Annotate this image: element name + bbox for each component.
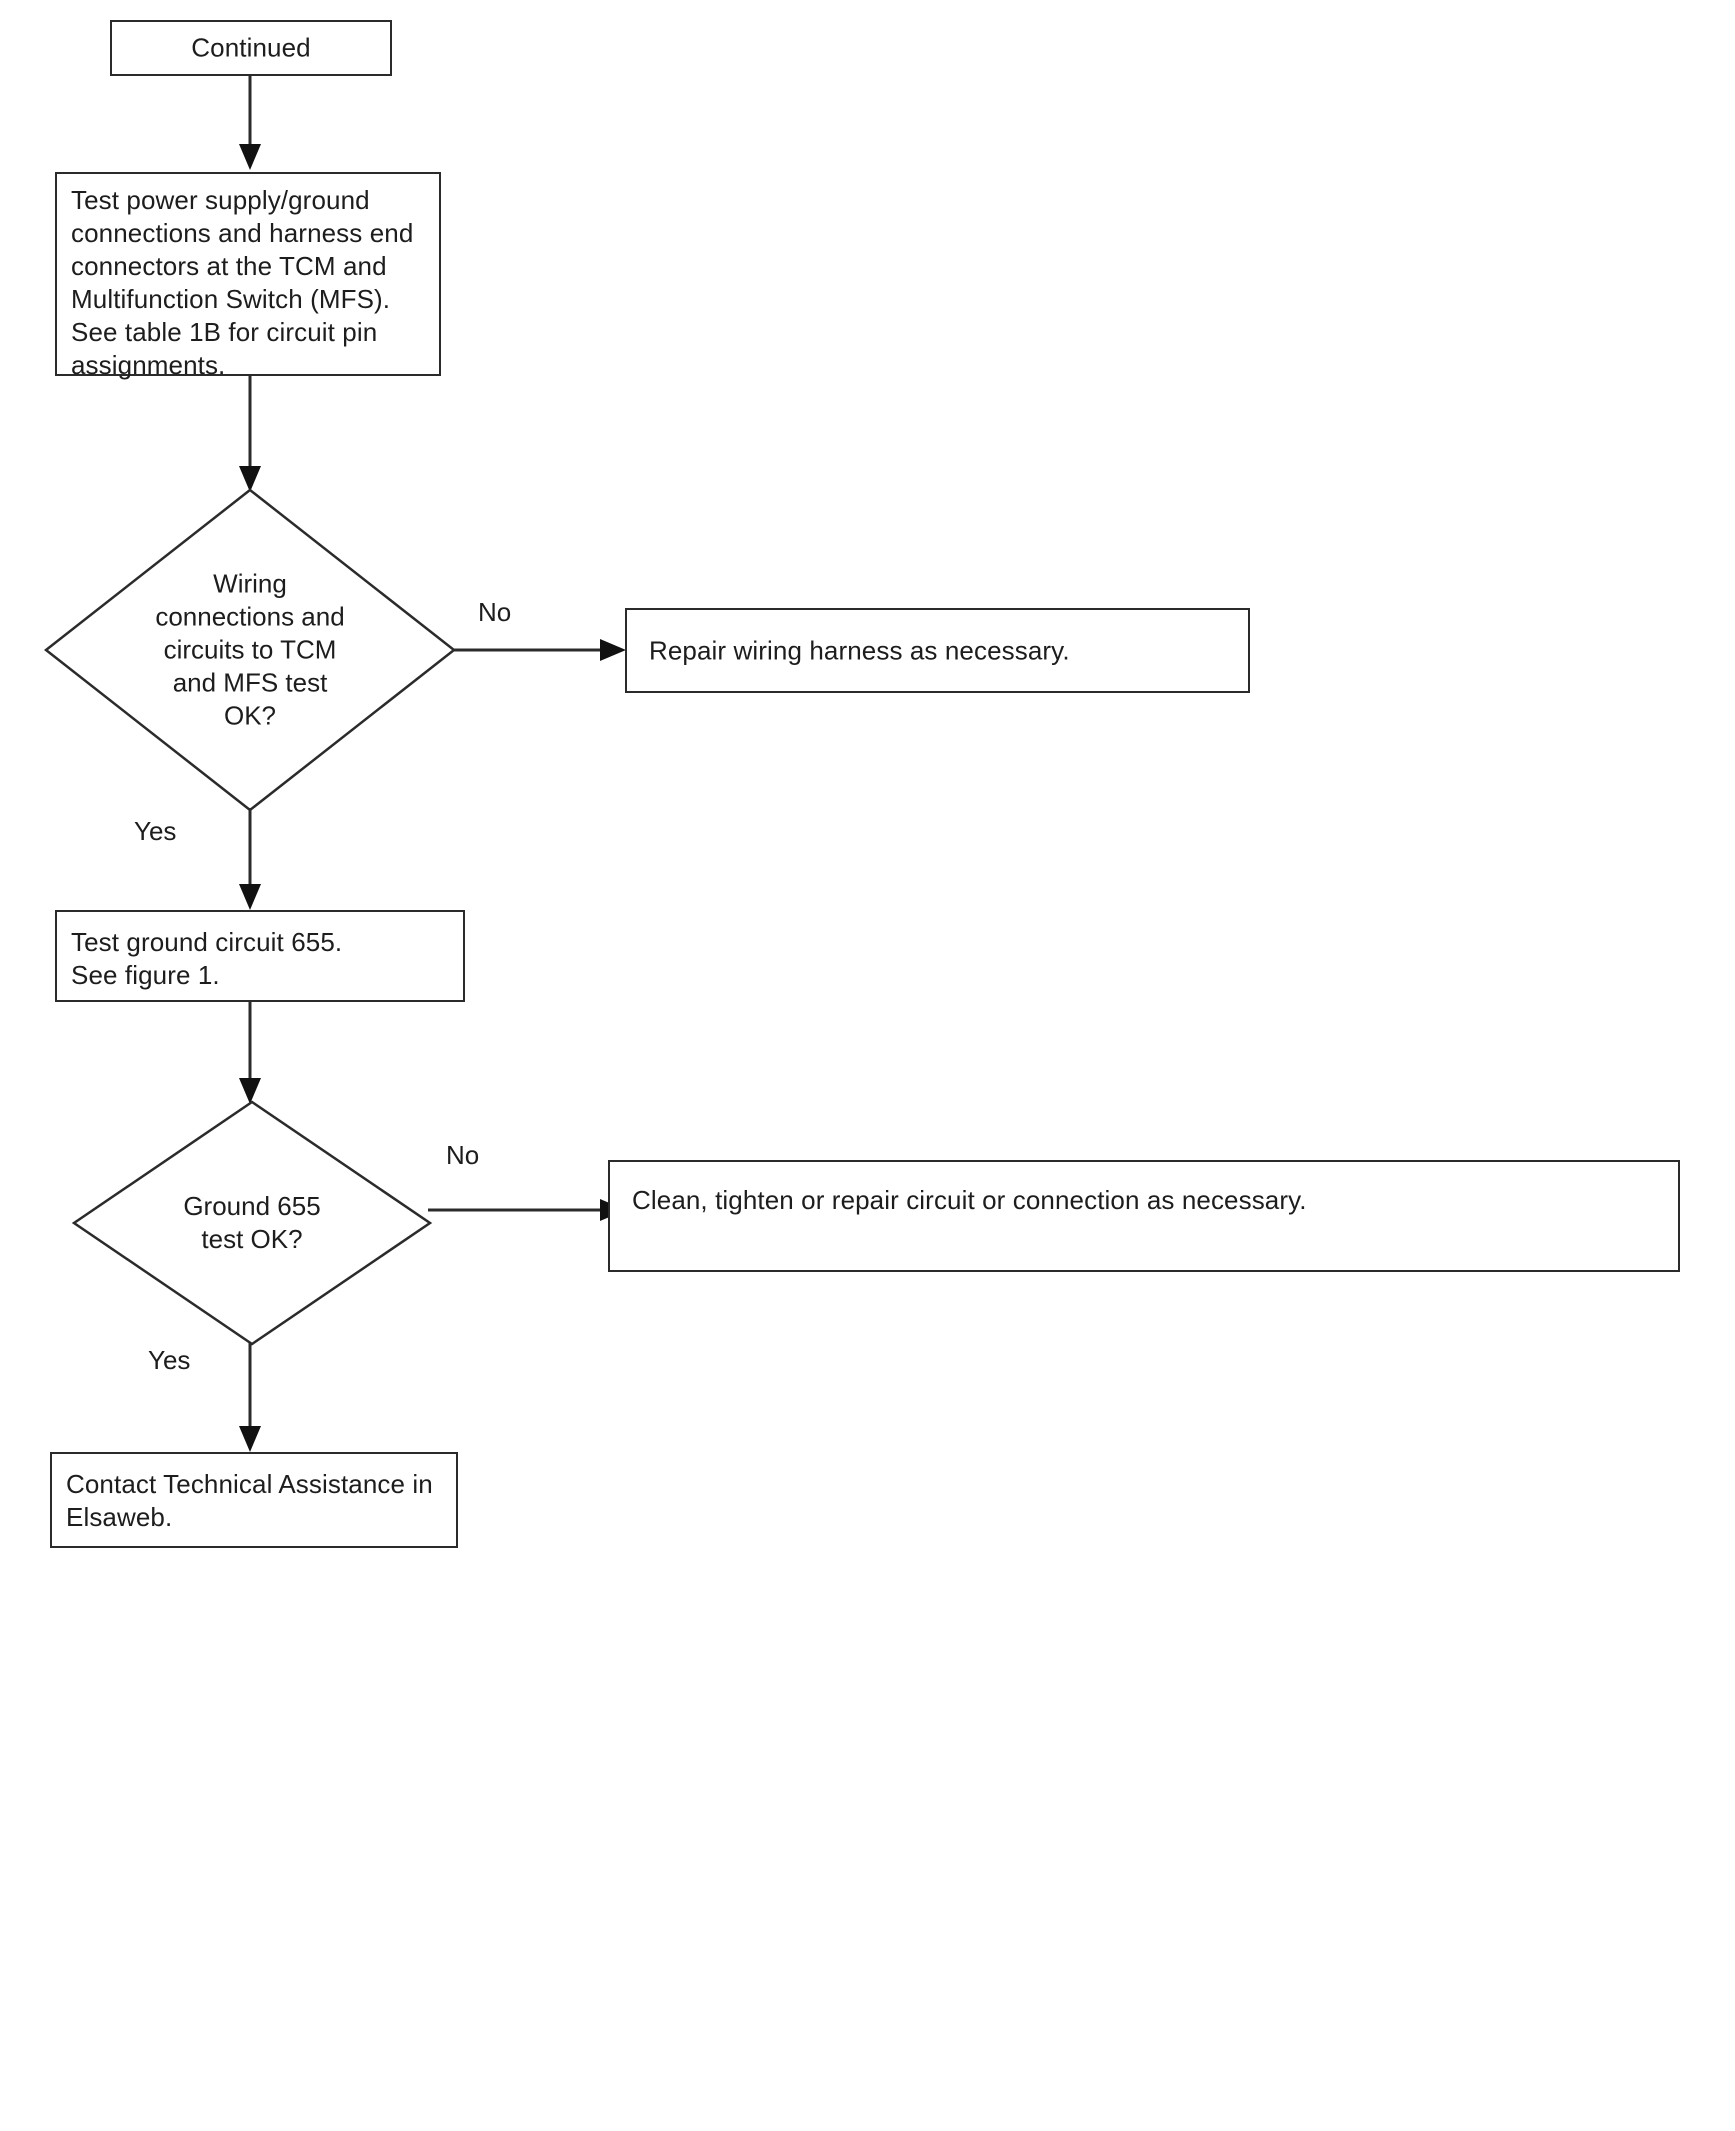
node-test-ground-circuit-label: Test ground circuit 655. See figure 1. bbox=[71, 927, 343, 990]
node-clean-tighten-repair[interactable]: Clean, tighten or repair circuit or conn… bbox=[608, 1160, 1680, 1272]
connector-wiring-no-to-repair bbox=[452, 639, 626, 661]
connector-test-power-to-wiring-decision bbox=[239, 376, 261, 492]
node-test-ground-circuit[interactable]: Test ground circuit 655. See figure 1. bbox=[55, 910, 465, 1002]
connector-ground-yes-to-contact bbox=[239, 1342, 261, 1452]
node-contact-technical-assistance[interactable]: Contact Technical Assistance in Elsaweb. bbox=[50, 1452, 458, 1548]
node-contact-technical-assistance-label: Contact Technical Assistance in Elsaweb. bbox=[66, 1469, 433, 1532]
ground-decision-shape bbox=[71, 1100, 433, 1346]
edge-label-ground-yes: Yes bbox=[148, 1345, 191, 1375]
node-continued[interactable]: Continued bbox=[110, 20, 392, 76]
connector-ground-no-to-clean bbox=[428, 1199, 626, 1221]
node-wiring-ok-decision[interactable]: Wiring connections and circuits to TCM a… bbox=[43, 488, 457, 812]
connector-test-ground-to-ground-decision bbox=[239, 1002, 261, 1104]
node-test-power-supply-label: Test power supply/ground connections and… bbox=[71, 185, 414, 380]
node-test-power-supply[interactable]: Test power supply/ground connections and… bbox=[55, 172, 441, 380]
node-repair-wiring-harness-label: Repair wiring harness as necessary. bbox=[649, 635, 1070, 665]
edge-label-wiring-yes: Yes bbox=[134, 816, 177, 846]
node-repair-wiring-harness[interactable]: Repair wiring harness as necessary. bbox=[625, 608, 1250, 693]
edge-label-wiring-no: No bbox=[478, 597, 512, 627]
connector-continued-to-test-power bbox=[239, 76, 261, 170]
node-clean-tighten-repair-label: Clean, tighten or repair circuit or conn… bbox=[632, 1185, 1307, 1215]
connector-wiring-yes-to-test-ground bbox=[239, 808, 261, 910]
edge-label-ground-no: No bbox=[446, 1140, 480, 1170]
node-ground-ok-decision-label: Ground 655 test OK? bbox=[183, 1191, 321, 1254]
node-ground-ok-decision[interactable]: Ground 655 test OK? bbox=[71, 1100, 433, 1346]
node-continued-label: Continued bbox=[191, 32, 311, 63]
node-wiring-ok-decision-label: Wiring connections and circuits to TCM a… bbox=[155, 568, 345, 731]
